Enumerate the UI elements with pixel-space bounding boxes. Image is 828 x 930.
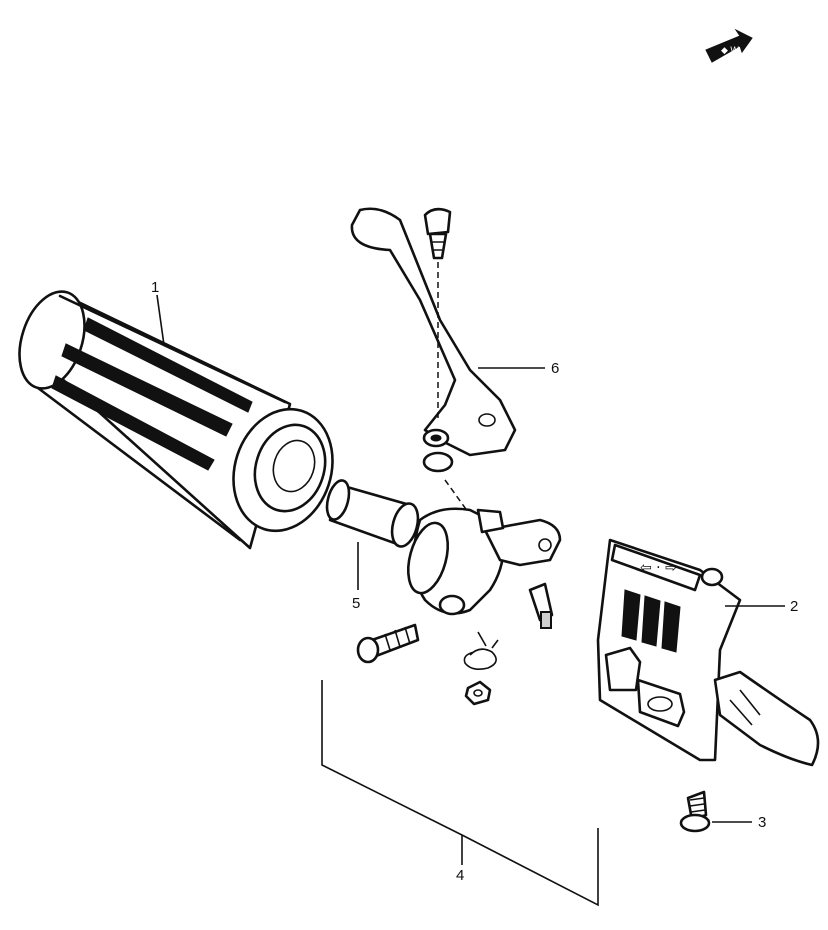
front-direction-arrow-icon: ◆ W [705, 28, 753, 63]
leader-lines [156, 294, 785, 907]
spacer [325, 479, 420, 548]
svg-text:⇦ · ⇨: ⇦ · ⇨ [640, 560, 677, 576]
lever-holder-assembly [356, 479, 562, 706]
callout-5: 5 [352, 595, 360, 612]
handlebar-switch: ⇦ · ⇨ [596, 538, 820, 767]
callout-3: 3 [758, 814, 766, 831]
callout-1: 1 [151, 279, 159, 296]
screw [679, 790, 711, 833]
callout-6: 6 [551, 360, 559, 377]
callout-4: 4 [456, 867, 464, 884]
grip [18, 290, 334, 550]
callout-labels: 1 2 3 4 5 6 [151, 279, 798, 884]
callout-2: 2 [790, 598, 798, 615]
svg-text:◆ W: ◆ W [721, 45, 739, 55]
lever [350, 207, 517, 473]
